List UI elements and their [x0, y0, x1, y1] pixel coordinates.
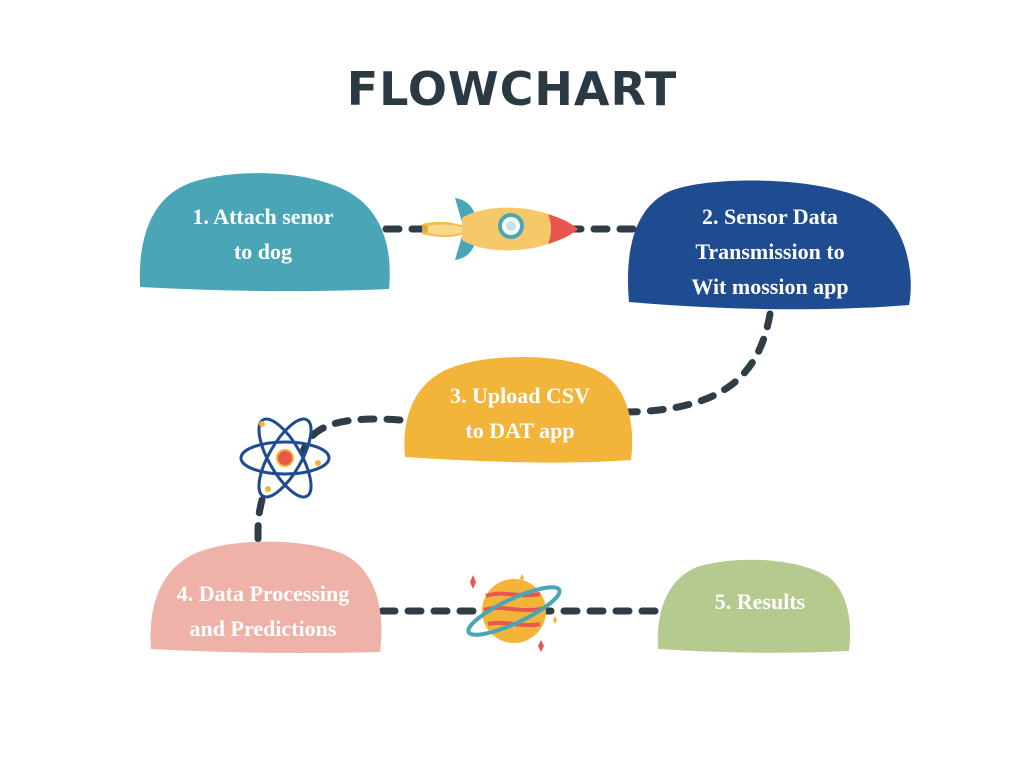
- step-3-shape[interactable]: [404, 356, 633, 463]
- step-4-label[interactable]: 4. Data Processing and Predictions: [152, 576, 374, 646]
- planet-icon: [466, 574, 562, 652]
- step-2-shape[interactable]: [627, 180, 911, 310]
- rocket-icon: [422, 198, 578, 260]
- step-4-line-1: 4. Data Processing: [176, 581, 350, 606]
- step-2-line-2: Transmission to: [695, 239, 845, 264]
- step-5-line-1: 5. Results: [714, 589, 806, 614]
- step-2-line-1: 2. Sensor Data: [702, 204, 838, 229]
- step-2-line-3: Wit mossion app: [691, 274, 849, 299]
- step-5-label[interactable]: 5. Results: [660, 584, 860, 619]
- step-4-line-2: and Predictions: [189, 616, 337, 641]
- connector-atom-4: [254, 496, 266, 544]
- step-5-shape[interactable]: [657, 559, 851, 653]
- step-3-line-1: 3. Upload CSV: [450, 383, 590, 408]
- step-3-label[interactable]: 3. Upload CSV to DAT app: [410, 378, 630, 448]
- step-1-shape[interactable]: [139, 173, 390, 292]
- connector-2-3: [624, 310, 774, 416]
- step-1-line-2: to dog: [233, 239, 293, 264]
- step-1-line-1: 1. Attach senor: [192, 204, 334, 229]
- step-3-line-2: to DAT app: [465, 418, 575, 443]
- step-1-label[interactable]: 1. Attach senor to dog: [150, 199, 376, 269]
- step-4-shape[interactable]: [150, 541, 382, 653]
- page-title: FLOWCHART: [346, 62, 678, 116]
- atom-icon: [239, 417, 331, 499]
- step-2-label[interactable]: 2. Sensor Data Transmission to Wit mossi…: [640, 199, 900, 304]
